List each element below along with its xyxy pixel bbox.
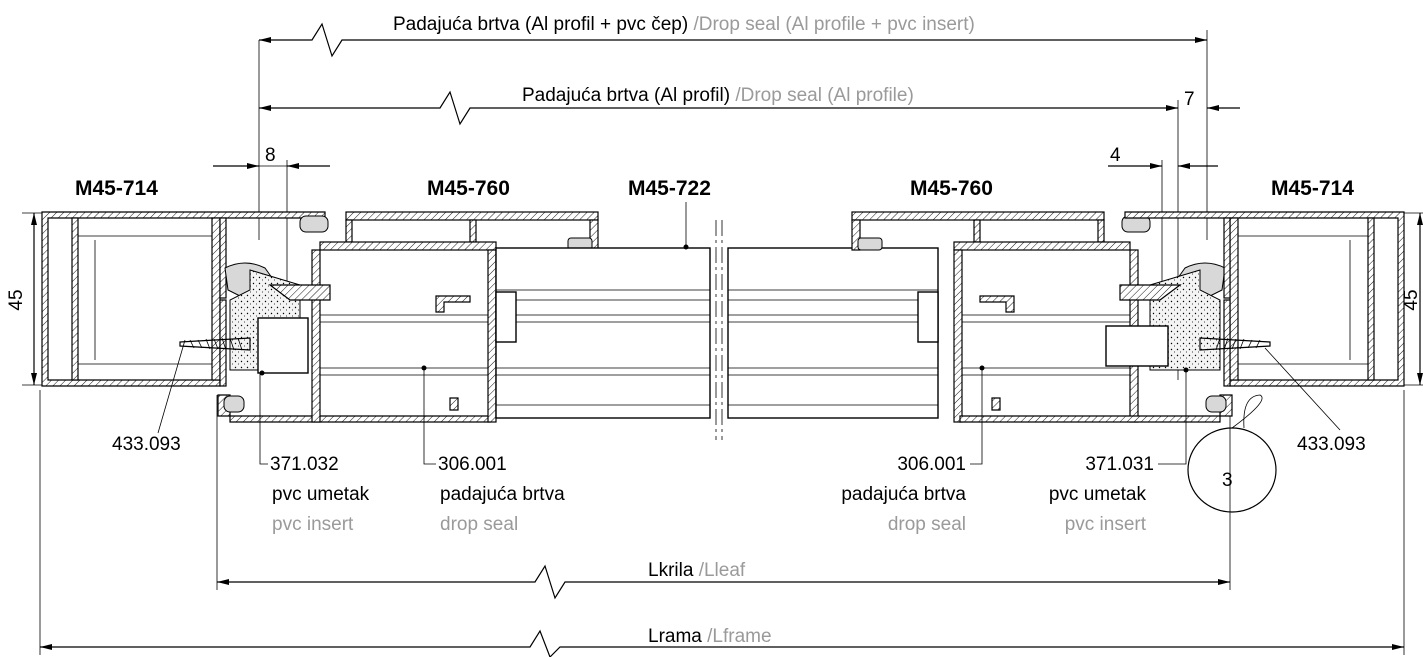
dimension-drop-seal-combo: Padajuća brtva (Al profil + pvc čep) /Dr… (258, 14, 1208, 240)
left-seal-assembly (223, 215, 331, 413)
callout-seal-right-name-en: drop seal (888, 514, 966, 535)
drop-seal-al-label-en: /Drop seal (Al profile) (735, 85, 913, 106)
svg-text:Lkrila /Lleaf: Lkrila /Lleaf (648, 560, 746, 581)
profile-label-right-leaf: M45-760 (910, 177, 993, 200)
callout-seal-left-name-en: drop seal (440, 514, 518, 535)
dim-45-right-label: 45 (1401, 289, 1422, 310)
callout-insert-right-name: pvc umetak (1049, 484, 1147, 505)
profile-label-left-leaf: M45-760 (427, 177, 510, 200)
callout-insert-left-name: pvc umetak (272, 484, 370, 505)
frame-width-label-en: /Lframe (707, 626, 771, 647)
callout-insert-right: 371.031 pvc umetak pvc insert (1049, 367, 1189, 535)
callout-seal-right-code: 306.001 (897, 454, 966, 475)
detail-marker: 3 (1187, 394, 1277, 513)
callout-screw-right-code: 433.093 (1297, 434, 1366, 455)
left-screw (179, 337, 251, 351)
drop-seal-combo-label: Padajuća brtva (Al profil + pvc čep) (393, 14, 688, 35)
drop-seal-al-label: Padajuća brtva (Al profil) (522, 85, 730, 106)
right-screw (1199, 337, 1271, 351)
dimension-drop-seal-al: Padajuća brtva (Al profil) /Drop seal (A… (259, 85, 1179, 380)
svg-text:Lrama /Lframe: Lrama /Lframe (648, 626, 772, 647)
center-profile (495, 220, 939, 440)
callout-insert-left-name-en: pvc insert (272, 514, 354, 535)
leaf-width-label-en: /Lleaf (699, 560, 746, 581)
profile-label-center: M45-722 (628, 177, 711, 200)
profile-label-left-frame: M45-714 (75, 177, 158, 200)
dimension-frame-width: Lrama /Lframe (39, 390, 1405, 657)
frame-width-label: Lrama (648, 626, 702, 647)
callout-insert-right-name-en: pvc insert (1065, 514, 1147, 535)
callout-seal-left: 306.001 padajuća brtva drop seal (421, 365, 565, 535)
leaf-width-label: Lkrila (648, 560, 694, 581)
callout-screw-left: 433.093 (112, 339, 186, 455)
callout-seal-right: 306.001 padajuća brtva drop seal (841, 365, 985, 535)
dim-45-left-label: 45 (6, 289, 27, 310)
dimension-7: 7 (1150, 89, 1240, 111)
dimension-leaf-width: Lkrila /Lleaf (216, 395, 1231, 600)
dimension-45-left: 45 (6, 212, 70, 386)
callout-screw-left-code: 433.093 (112, 434, 181, 455)
dim-8-label: 8 (265, 145, 276, 166)
svg-text:Padajuća brtva (Al profil) /Dr: Padajuća brtva (Al profil) /Drop seal (A… (522, 85, 914, 106)
callout-insert-left-code: 371.032 (270, 454, 339, 475)
callout-seal-right-name: padajuća brtva (841, 484, 966, 505)
dim-7-label: 7 (1184, 89, 1195, 110)
left-frame-profile (41, 211, 326, 387)
callout-seal-left-code: 306.001 (438, 454, 507, 475)
svg-text:Padajuća brtva (Al profil + pv: Padajuća brtva (Al profil + pvc čep) /Dr… (393, 14, 975, 35)
drop-seal-combo-label-en: /Drop seal (Al profile + pvc insert) (693, 14, 974, 35)
callout-seal-left-name: padajuća brtva (440, 484, 565, 505)
profile-label-right-frame: M45-714 (1271, 177, 1354, 200)
callout-insert-right-code: 371.031 (1085, 454, 1154, 475)
callout-screw-right: 433.093 (1264, 347, 1366, 455)
right-seal-assembly (1105, 215, 1227, 413)
detail-mark-glyph: 3 (1222, 470, 1233, 491)
dim-4-label: 4 (1110, 145, 1121, 166)
right-frame-profile (1124, 211, 1405, 387)
callout-insert-left: 371.032 pvc umetak pvc insert (259, 370, 370, 535)
left-leaf-profile (217, 211, 599, 423)
